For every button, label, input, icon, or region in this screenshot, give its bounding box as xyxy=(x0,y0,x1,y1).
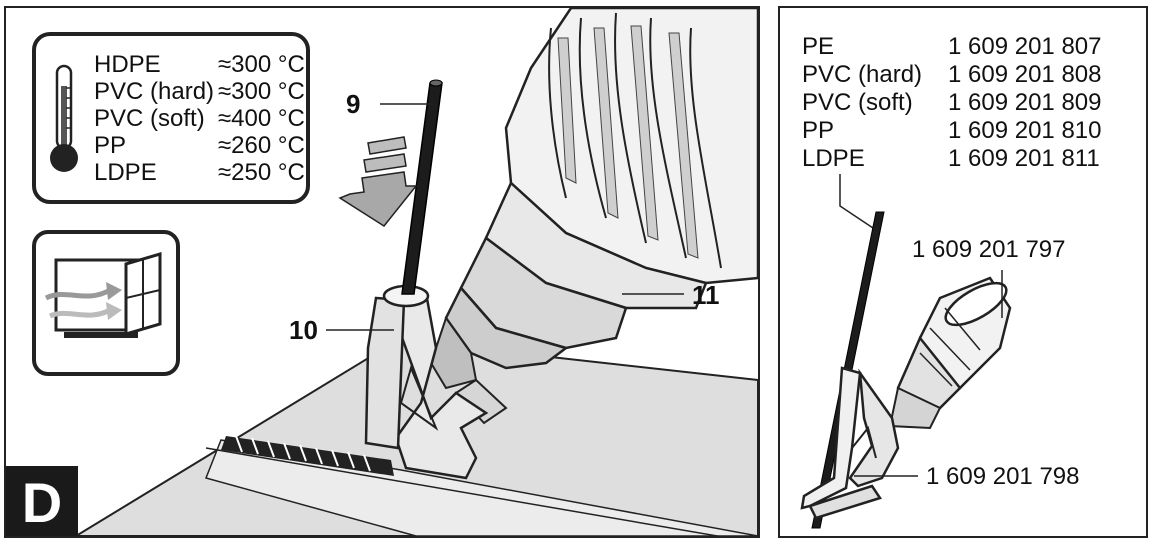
welding-shoe xyxy=(364,284,489,480)
svg-text:PVC (soft): PVC (soft) xyxy=(94,105,205,132)
accessory-panel: PE 1 609 201 807 PVC (hard) 1 609 201 80… xyxy=(778,6,1148,538)
svg-text:≈300 °C: ≈300 °C xyxy=(218,78,305,105)
welding-rod xyxy=(401,79,443,295)
svg-text:PE: PE xyxy=(802,33,834,60)
figure-letter-badge xyxy=(6,466,78,536)
svg-text:≈250 °C: ≈250 °C xyxy=(218,159,305,186)
accessory-welding-shoe xyxy=(800,366,900,520)
svg-text:1 609 201 809: 1 609 201 809 xyxy=(948,89,1101,116)
heat-gun xyxy=(429,8,758,425)
temperature-row: PVC (soft) ≈400 °C xyxy=(94,105,305,132)
svg-text:PP: PP xyxy=(802,117,834,144)
svg-text:PVC (hard): PVC (hard) xyxy=(802,61,922,88)
temperature-row: HDPE ≈300 °C xyxy=(94,51,305,78)
accessory-illustration: PE 1 609 201 807 PVC (hard) 1 609 201 80… xyxy=(800,33,1101,529)
svg-text:1 609 201 811: 1 609 201 811 xyxy=(948,145,1100,172)
svg-text:LDPE: LDPE xyxy=(94,159,157,186)
accessory-nozzle xyxy=(888,276,1012,430)
callout-nozzle: 11 xyxy=(692,280,720,310)
svg-text:PVC (soft): PVC (soft) xyxy=(802,89,913,116)
svg-text:PVC (hard): PVC (hard) xyxy=(94,78,214,105)
part-number-row: LDPE 1 609 201 811 xyxy=(802,145,1100,172)
temperature-box: HDPE ≈300 °C PVC (hard) ≈300 °C PVC (sof… xyxy=(32,32,310,204)
svg-text:1 609 201 807: 1 609 201 807 xyxy=(948,33,1101,60)
figure-letter: D xyxy=(22,471,62,534)
svg-text:1 609 201 808: 1 609 201 808 xyxy=(948,61,1101,88)
weld-bead xyxy=(221,435,394,476)
thermometer-icon xyxy=(50,64,78,172)
window-ventilation-icon xyxy=(44,251,162,338)
nozzle-part-number: 1 609 201 797 xyxy=(912,236,1065,263)
callout-shoe: 10 xyxy=(289,315,318,345)
part-number-row: PE 1 609 201 807 xyxy=(802,33,1101,60)
main-illustration-panel: 9 10 11 HDPE ≈300 °C PVC (hard) xyxy=(4,6,760,538)
part-number-row: PVC (hard) 1 609 201 808 xyxy=(802,61,1101,88)
svg-text:≈300 °C: ≈300 °C xyxy=(218,51,305,78)
temperature-row: PVC (hard) ≈300 °C xyxy=(94,78,305,105)
weld-seam-line xyxy=(205,447,722,536)
part-number-row: PP 1 609 201 810 xyxy=(802,117,1101,144)
svg-text:PP: PP xyxy=(94,132,126,159)
part-number-row: PVC (soft) 1 609 201 809 xyxy=(802,89,1101,116)
temperature-row: LDPE ≈250 °C xyxy=(94,159,305,186)
svg-text:LDPE: LDPE xyxy=(802,145,865,172)
feed-direction-arrow xyxy=(338,136,418,227)
svg-text:≈260 °C: ≈260 °C xyxy=(218,132,305,159)
svg-text:1 609 201 810: 1 609 201 810 xyxy=(948,117,1101,144)
ventilation-box xyxy=(32,230,180,376)
shoe-part-number: 1 609 201 798 xyxy=(926,463,1079,490)
svg-text:HDPE: HDPE xyxy=(94,51,161,78)
svg-text:≈400 °C: ≈400 °C xyxy=(218,105,305,132)
temperature-row: PP ≈260 °C xyxy=(94,132,305,159)
callout-rod: 9 xyxy=(346,89,360,119)
welding-illustration: 9 10 11 HDPE ≈300 °C PVC (hard) xyxy=(6,8,758,536)
